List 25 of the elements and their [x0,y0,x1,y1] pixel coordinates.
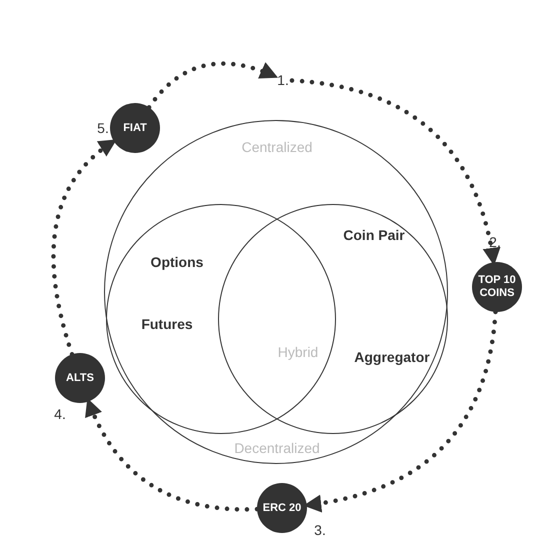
badge-label: ALTS [66,372,94,384]
dotted-arrow [51,139,117,357]
circle-label: Centralized [242,139,312,155]
step-badge [55,353,105,403]
step-number: 1. [277,72,289,88]
step-number: 2. [489,234,501,250]
badge-label: ERC 20 [262,502,302,514]
left-circle [106,204,336,434]
step-number: 5. [97,120,109,136]
dotted-arrow [146,61,278,110]
step-badge [110,103,160,153]
item-label: Options [150,254,204,270]
item-label: Coin Pair [343,227,405,243]
item-label: Futures [141,316,193,332]
badge-label: TOP 10 COINS [477,274,517,300]
item-label: Aggregator [354,349,430,365]
badge-label: FIAT [123,122,147,134]
dotted-arrow [86,398,260,512]
step-badge [257,483,307,533]
right-circle [218,204,448,434]
region-label: Hybrid [278,344,318,360]
step-number: 4. [54,406,66,422]
circle-label: Decentralized [234,440,320,456]
step-badge [472,262,522,312]
step-number: 3. [314,522,326,538]
